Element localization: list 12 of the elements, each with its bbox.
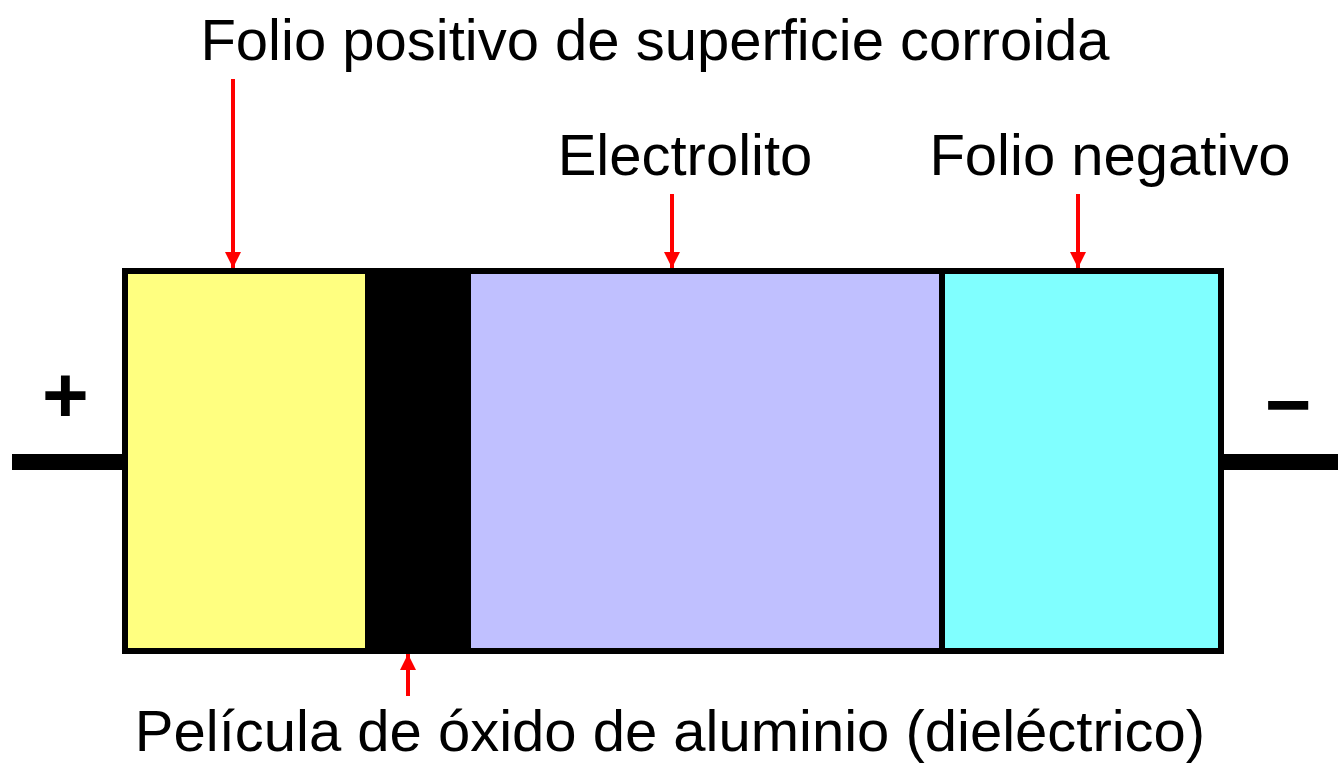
lead-wire bbox=[12, 454, 122, 470]
part-label: Folio negativo bbox=[890, 120, 1330, 190]
leader-arrow bbox=[664, 194, 680, 268]
polarity-sign: + bbox=[42, 355, 89, 435]
part-label: Folio positivo de superficie corroida bbox=[90, 5, 1220, 75]
part-label: Película de óxido de aluminio (dieléctrico) bbox=[20, 696, 1320, 766]
lead-wire bbox=[1224, 454, 1338, 470]
leader-arrow bbox=[400, 654, 416, 696]
leader-arrow bbox=[225, 79, 241, 268]
polarity-sign: − bbox=[1265, 365, 1312, 445]
leader-arrow bbox=[1070, 194, 1086, 268]
part-label: Electrolito bbox=[520, 120, 850, 190]
